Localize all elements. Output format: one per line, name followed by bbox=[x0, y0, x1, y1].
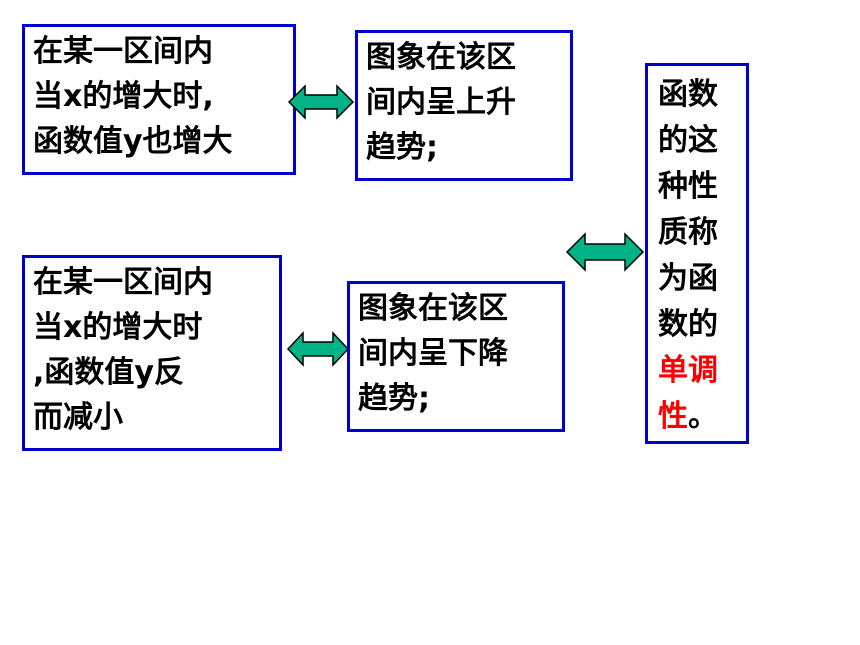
conclusion-last-line: 性。 bbox=[658, 394, 738, 440]
conclusion-line-2: 的这 bbox=[658, 123, 718, 158]
increase-condition-line-1: 在某一区间内 bbox=[33, 34, 213, 69]
increase-graph-box: 图象在该区 间内呈上升 趋势; bbox=[355, 30, 573, 181]
decrease-condition-line-1: 在某一区间内 bbox=[33, 265, 213, 300]
conclusion-line-4: 质称 bbox=[658, 215, 718, 250]
increase-condition-line-2: 当x的增大时, bbox=[33, 79, 214, 114]
decrease-condition-line-3: ,函数值y反 bbox=[33, 355, 184, 390]
conclusion-highlight-term: 单调 bbox=[658, 353, 718, 388]
double-arrow-icon bbox=[286, 331, 350, 367]
increase-graph-line-1: 图象在该区 bbox=[366, 40, 516, 75]
decrease-graph-line-1: 图象在该区 bbox=[358, 291, 508, 326]
conclusion-period: 。 bbox=[688, 399, 718, 434]
conclusion-line-1: 函数 bbox=[658, 77, 718, 112]
conclusion-line-5: 为函 bbox=[658, 261, 718, 296]
conclusion-line-6: 数的 bbox=[658, 307, 718, 342]
decrease-condition-line-2: 当x的增大时 bbox=[33, 310, 203, 345]
decrease-graph-box: 图象在该区 间内呈下降 趋势; bbox=[347, 281, 565, 432]
increase-graph-line-2: 间内呈上升 bbox=[366, 85, 516, 120]
decrease-condition-line-4: 而减小 bbox=[33, 400, 123, 435]
increase-condition-box: 在某一区间内 当x的增大时, 函数值y也增大 bbox=[22, 24, 296, 175]
decrease-graph-line-3: 趋势; bbox=[358, 381, 430, 416]
double-arrow-icon bbox=[287, 84, 355, 120]
decrease-graph-line-2: 间内呈下降 bbox=[358, 336, 508, 371]
increase-condition-line-3: 函数值y也增大 bbox=[33, 124, 233, 159]
increase-graph-line-3: 趋势; bbox=[366, 130, 438, 165]
conclusion-line-3: 种性 bbox=[658, 169, 718, 204]
conclusion-highlight-term-end: 性 bbox=[658, 399, 688, 434]
conclusion-box: 函数 的这 种性 质称 为函 数的 单调 性。 bbox=[645, 63, 749, 444]
double-arrow-icon bbox=[565, 232, 645, 272]
decrease-condition-box: 在某一区间内 当x的增大时 ,函数值y反 而减小 bbox=[22, 255, 282, 451]
